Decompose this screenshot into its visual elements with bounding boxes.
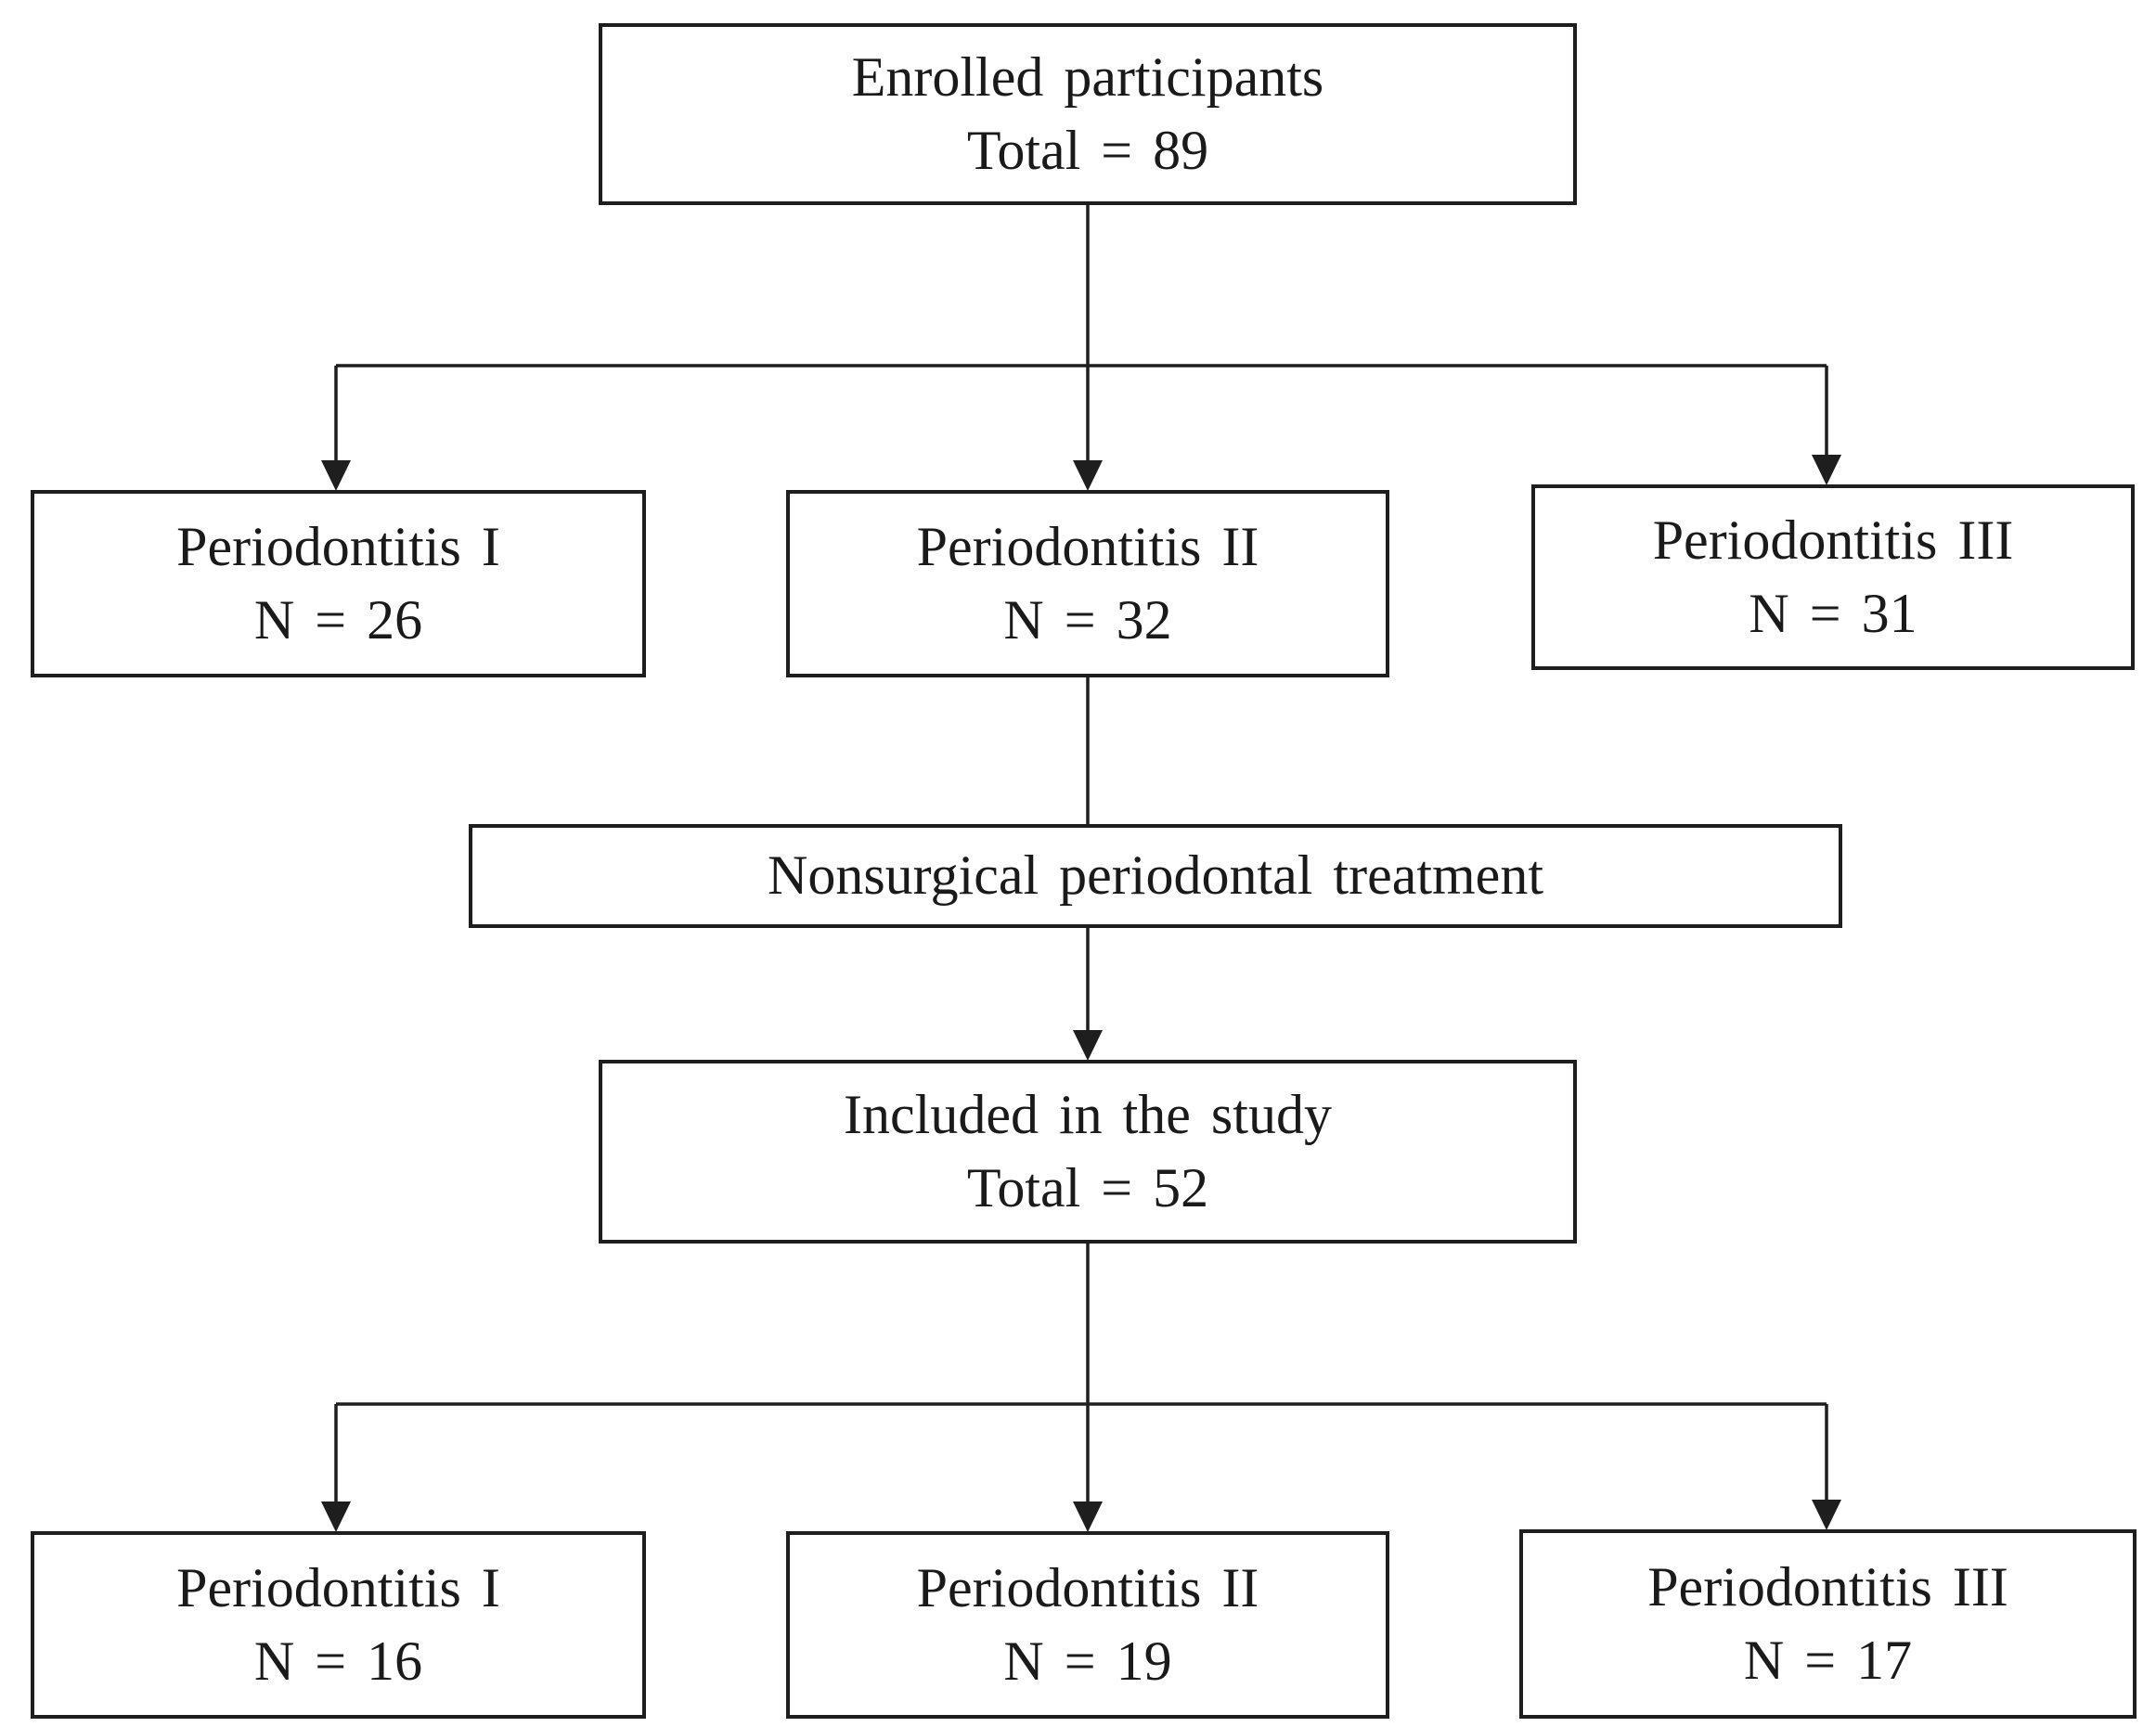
node-periodontitis-1-included: Periodontitis I N = 16 [31, 1531, 646, 1719]
node-count: N = 17 [1743, 1630, 1913, 1691]
node-enrolled-participants: Enrolled participants Total = 89 [599, 23, 1577, 205]
node-count: N = 19 [1003, 1630, 1172, 1692]
node-included-in-study: Included in the study Total = 52 [599, 1060, 1577, 1244]
node-count: N = 26 [253, 589, 423, 651]
arrowhead-p2-enrolled [1073, 460, 1103, 491]
node-title: Nonsurgical periodontal treatment [768, 844, 1543, 907]
node-title: Periodontitis I [176, 515, 500, 577]
arrowhead-p1-included [321, 1501, 351, 1532]
node-periodontitis-3-included: Periodontitis III N = 17 [1519, 1529, 2137, 1719]
node-title: Periodontitis II [916, 1556, 1259, 1618]
node-title: Periodontitis II [916, 515, 1259, 577]
arrowhead-included [1073, 1030, 1103, 1061]
node-count: N = 16 [253, 1630, 423, 1692]
node-title: Enrolled participants [851, 45, 1324, 108]
arrowhead-p3-included [1812, 1500, 1841, 1530]
node-count: N = 31 [1749, 583, 1917, 644]
node-periodontitis-3-enrolled: Periodontitis III N = 31 [1531, 484, 2135, 670]
node-periodontitis-1-enrolled: Periodontitis I N = 26 [31, 490, 646, 677]
node-periodontitis-2-included: Periodontitis II N = 19 [786, 1531, 1389, 1719]
node-title: Periodontitis III [1652, 509, 2014, 571]
arrowhead-p1-enrolled [321, 460, 351, 491]
node-count: N = 32 [1003, 589, 1172, 651]
node-count: Total = 89 [966, 120, 1209, 181]
node-title: Periodontitis I [176, 1556, 500, 1618]
arrowhead-p2-included [1073, 1501, 1103, 1532]
node-nonsurgical-treatment: Nonsurgical periodontal treatment [469, 824, 1842, 928]
node-periodontitis-2-enrolled: Periodontitis II N = 32 [786, 490, 1389, 677]
node-count: Total = 52 [966, 1157, 1209, 1218]
node-title: Periodontitis III [1647, 1555, 2008, 1617]
arrowhead-p3-enrolled [1812, 455, 1841, 485]
node-title: Included in the study [844, 1083, 1332, 1145]
